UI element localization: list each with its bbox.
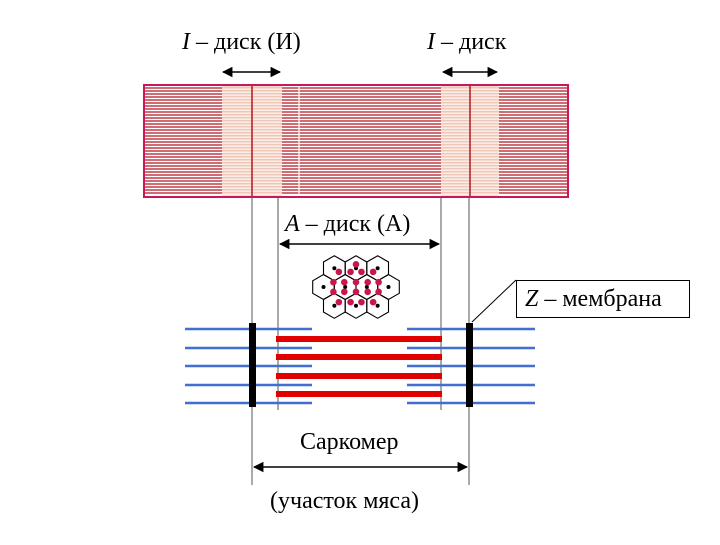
actin-node xyxy=(375,266,380,271)
i-disk-left-letter: I xyxy=(182,29,190,55)
sarcomere-note-label: (участок мяса) xyxy=(270,488,420,514)
myosin-node xyxy=(330,278,337,286)
myosin-node xyxy=(335,298,343,306)
i-disk-left-text: – диск (И) xyxy=(190,29,301,55)
thick-filaments xyxy=(276,336,442,397)
i-disk-right-letter: I xyxy=(427,29,435,55)
myosin-node xyxy=(358,268,365,276)
myosin-node xyxy=(352,278,360,286)
z-membrane-pointer xyxy=(471,279,517,323)
a-disk-letter: А xyxy=(285,211,300,237)
myosin-node xyxy=(375,288,382,296)
actin-node xyxy=(332,266,337,271)
myosin-node xyxy=(352,261,360,268)
actin-node xyxy=(343,285,348,289)
actin-node xyxy=(332,303,337,308)
myosin-node xyxy=(341,278,348,286)
i-disk-left-label: I – диск (И) xyxy=(182,28,301,56)
myosin-node xyxy=(369,298,377,306)
fiber-background xyxy=(144,85,568,197)
fiber-border xyxy=(143,84,569,198)
z-membrane-label-box: Z – мембрана xyxy=(516,280,690,318)
z-line-right xyxy=(466,323,473,407)
z-line-left xyxy=(249,323,256,407)
myosin-node xyxy=(375,278,382,286)
sarcomere-label: Саркомер xyxy=(300,429,399,455)
myosin-node xyxy=(358,298,365,306)
i-disk-right-text: – диск xyxy=(435,29,507,55)
myosin-node xyxy=(352,288,360,296)
actin-node xyxy=(375,303,380,308)
z-membrane-letter: Z xyxy=(525,286,539,312)
myosin-node xyxy=(369,268,377,276)
filament-lattice-cross-section xyxy=(312,255,400,319)
actin-node xyxy=(386,285,391,289)
myosin-node xyxy=(341,288,348,296)
z-membrane-text: – мембрана xyxy=(538,286,662,312)
actin-node xyxy=(321,285,326,289)
a-disk-label: А – диск (А) xyxy=(285,210,410,238)
muscle-fiber xyxy=(143,84,569,198)
myosin-node xyxy=(364,278,371,286)
lattice-hexagon xyxy=(366,292,390,319)
a-disk-text: – диск (А) xyxy=(299,211,411,237)
myosin-node xyxy=(347,298,354,306)
i-disk-right-label: I – диск xyxy=(427,28,506,56)
myosin-node xyxy=(335,268,343,276)
myosin-node xyxy=(347,268,354,276)
myosin-node xyxy=(330,288,337,296)
actin-node xyxy=(354,303,358,308)
actin-node xyxy=(364,285,369,289)
myosin-node xyxy=(364,288,371,296)
